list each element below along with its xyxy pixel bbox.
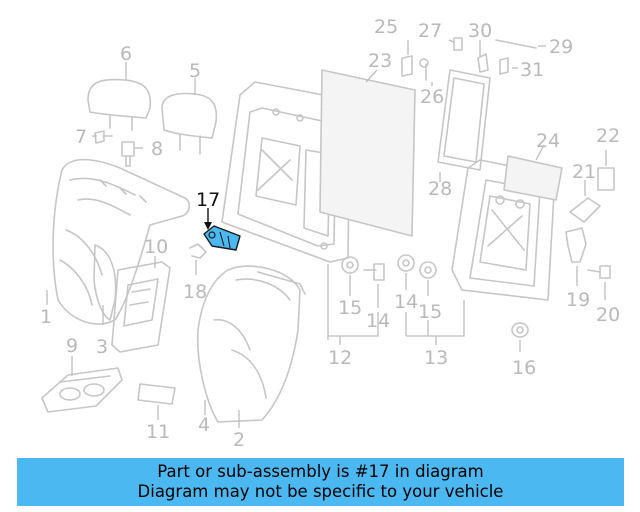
label-17: 17: [196, 189, 220, 211]
label-19: 19: [566, 289, 590, 311]
label-6: 6: [120, 43, 132, 65]
right-backing-panel-part: [503, 155, 563, 201]
label-8: 8: [151, 138, 163, 160]
label-21: 21: [572, 161, 596, 183]
cup-holder-part: [41, 367, 123, 413]
side-bolster-part: [93, 244, 117, 321]
part-17-arrow: [204, 222, 212, 230]
label-31: 31: [520, 59, 544, 81]
trim-strip-part: [137, 383, 176, 405]
label-14b: 14: [394, 291, 418, 313]
grommet-part: [511, 322, 529, 338]
part-17-hole: [208, 231, 216, 239]
label-29: 29: [549, 36, 573, 58]
label-1: 1: [40, 306, 52, 328]
label-27: 27: [418, 20, 442, 42]
label-15a: 15: [338, 297, 362, 319]
pass-through-frame-part: [437, 69, 491, 171]
label-18: 18: [183, 281, 207, 303]
label-25: 25: [374, 16, 398, 38]
backing-panel-part: [319, 69, 416, 237]
banner-line-1: Part or sub-assembly is #17 in diagram: [157, 462, 484, 481]
label-16: 16: [512, 357, 536, 379]
label-23: 23: [368, 50, 392, 72]
pivot-bushing-right-part: [397, 254, 415, 272]
pivot-bolt-left-part: [363, 263, 385, 281]
banner-line-2: Diagram may not be specific to your vehi…: [137, 482, 504, 501]
label-13: 13: [424, 347, 448, 369]
label-22: 22: [596, 125, 620, 147]
clip-bracket-part: [189, 243, 207, 259]
latch-handle-part: [565, 227, 587, 263]
headrest-left-part: [87, 78, 152, 131]
label-9: 9: [66, 335, 78, 357]
headrest-right-part: [161, 92, 218, 155]
hardware-cluster-part: [401, 37, 537, 81]
seat-back-cover-part: [196, 265, 306, 423]
label-2: 2: [233, 429, 245, 451]
label-12: 12: [328, 347, 352, 369]
label-20: 20: [596, 304, 620, 326]
pivot-bushing-left-part: [341, 256, 359, 274]
label-10: 10: [144, 236, 168, 258]
pivot-bolt-right-part: [419, 261, 437, 279]
armrest-frame-part: [111, 261, 171, 353]
label-4: 4: [198, 414, 210, 436]
label-26: 26: [420, 86, 444, 108]
label-11: 11: [146, 421, 170, 443]
seat-back-cushion-part: [52, 158, 191, 325]
guide-pin-part: [94, 130, 113, 144]
guide-sleeve-part: [121, 141, 135, 167]
label-24: 24: [536, 130, 560, 152]
info-banner: Part or sub-assembly is #17 in diagram D…: [17, 458, 624, 506]
part-17-rib: [219, 231, 231, 249]
latch-bolt-part: [587, 265, 611, 279]
latch-bezel-part: [569, 197, 601, 223]
label-3: 3: [96, 336, 108, 358]
label-15b: 15: [418, 301, 442, 323]
label-7: 7: [75, 126, 87, 148]
label-5: 5: [189, 60, 201, 82]
label-30: 30: [468, 20, 492, 42]
highlighted-part-17[interactable]: [203, 225, 241, 251]
label-14a: 14: [366, 310, 390, 332]
label-28: 28: [428, 178, 452, 200]
latch-cover-part: [597, 167, 615, 191]
